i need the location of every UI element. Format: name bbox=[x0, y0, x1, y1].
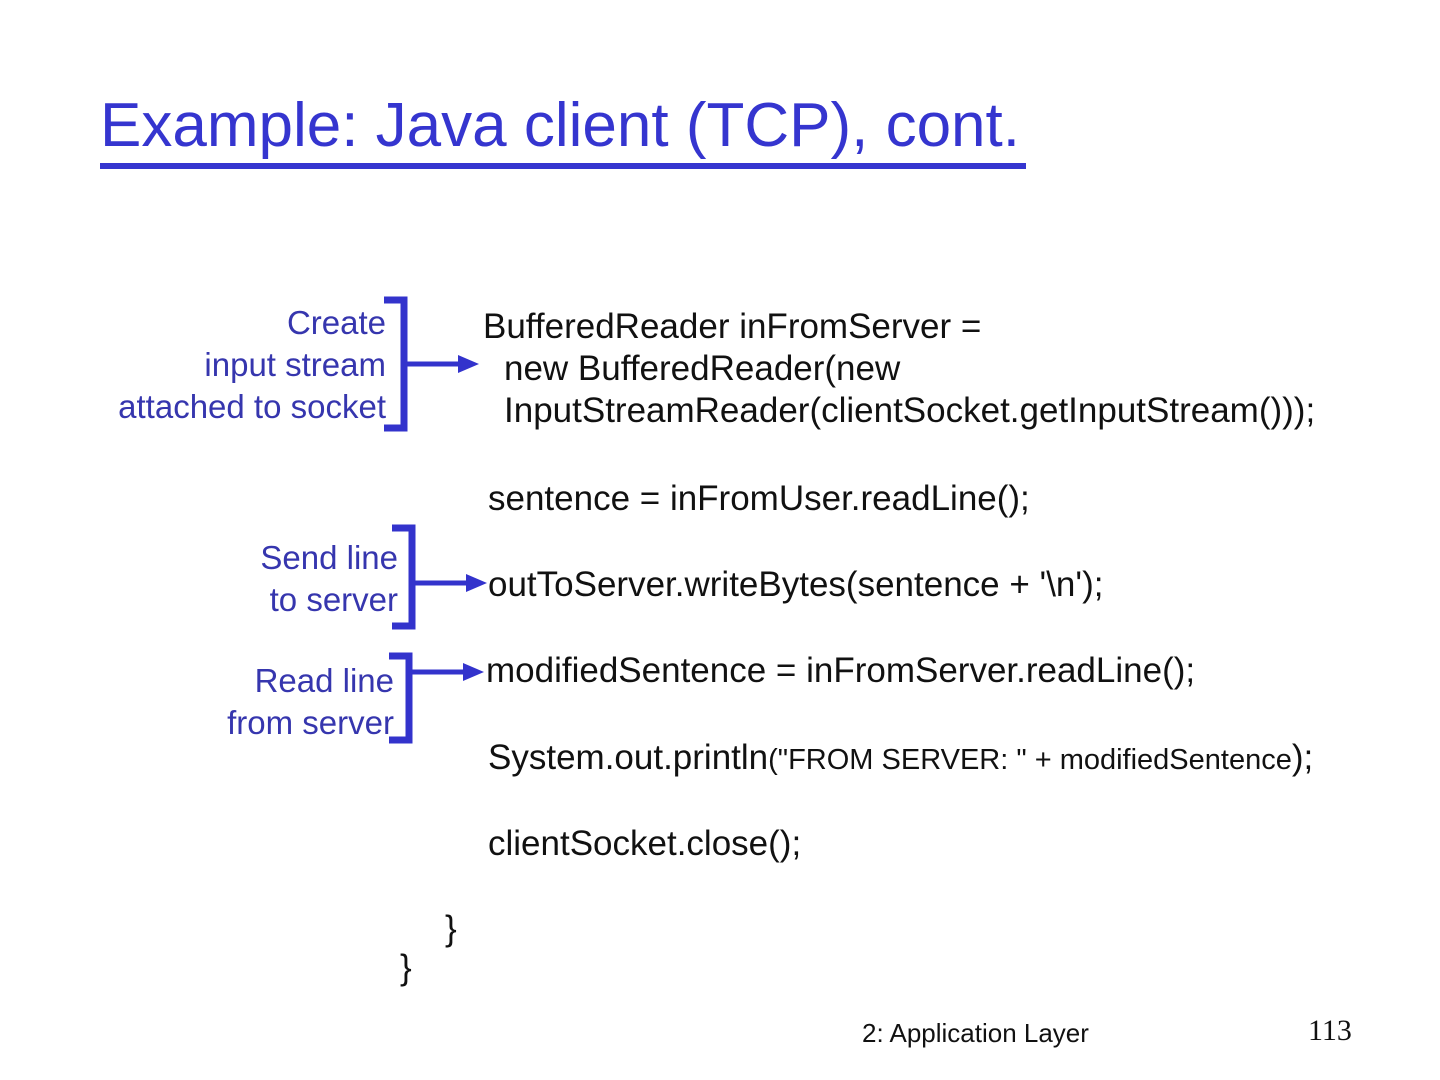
read-bracket-arrow-icon bbox=[389, 652, 484, 744]
annotation-line: from server bbox=[227, 704, 394, 741]
code-line-modifiedsentence: modifiedSentence = inFromServer.readLine… bbox=[486, 651, 1196, 690]
annotation-line: Create bbox=[286, 304, 386, 341]
code-brace-inner: } bbox=[445, 909, 457, 948]
create-bracket-arrow-icon bbox=[384, 296, 479, 432]
code-line-println: System.out.println("FROM SERVER: " + mod… bbox=[488, 737, 1313, 781]
send-bracket-arrow-icon bbox=[392, 524, 487, 630]
code-line-close: clientSocket.close(); bbox=[488, 824, 802, 863]
annotation-line: Send line bbox=[260, 539, 398, 576]
annotation-line: input stream bbox=[204, 346, 386, 383]
println-suffix: ); bbox=[1291, 738, 1314, 777]
annotation-line: attached to socket bbox=[118, 388, 386, 425]
println-argument: ("FROM SERVER: " + modifiedSentence bbox=[768, 744, 1292, 776]
println-prefix: System.out.println bbox=[488, 738, 769, 777]
code-line-new-bufferedreader: new BufferedReader(new bbox=[504, 349, 901, 388]
code-line-outtoserver: outToServer.writeBytes(sentence + '\n'); bbox=[488, 565, 1104, 604]
annotation-line: to server bbox=[269, 581, 398, 618]
annotation-line: Read line bbox=[254, 662, 394, 699]
footer-section-label: 2: Application Layer bbox=[862, 1018, 1089, 1048]
annotation-send-line: Send line to server bbox=[0, 537, 398, 621]
annotation-create-input-stream: Create input stream attached to socket bbox=[0, 302, 386, 428]
annotation-read-line: Read line from server bbox=[0, 660, 394, 744]
code-line-inputstreamreader: InputStreamReader(clientSocket.getInputS… bbox=[504, 391, 1316, 430]
slide-title: Example: Java client (TCP), cont. bbox=[100, 92, 1026, 169]
footer-page-number: 113 bbox=[1308, 1014, 1352, 1047]
code-line-sentence: sentence = inFromUser.readLine(); bbox=[488, 479, 1030, 518]
code-brace-outer: } bbox=[400, 948, 412, 987]
code-line-bufferedreader: BufferedReader inFromServer = bbox=[483, 307, 982, 346]
